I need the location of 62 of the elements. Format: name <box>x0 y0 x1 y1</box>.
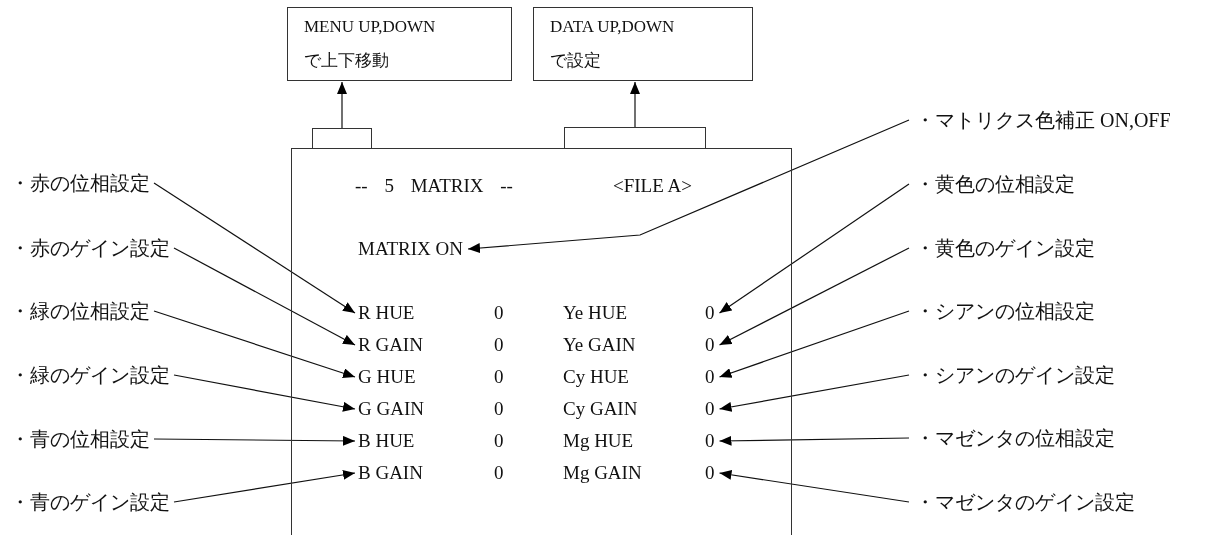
button-bracket <box>564 127 706 149</box>
setting-value: 0 <box>494 430 504 452</box>
callout-text: ・黄色の位相設定 <box>915 172 1075 196</box>
setting-value: 0 <box>494 366 504 388</box>
menu-item: Cy HUE <box>563 366 629 388</box>
menu-item: G GAIN <box>358 398 424 420</box>
menu-item: R GAIN <box>358 334 423 356</box>
callout-text: ・マトリクス色補正 ON,OFF <box>915 108 1171 132</box>
instruction-text: MENU UP,DOWN で上下移動 <box>304 16 437 72</box>
callout-text: ・青の位相設定 <box>10 427 150 451</box>
arrow <box>173 247 356 346</box>
menu-item: Mg GAIN <box>563 462 642 484</box>
setting-value: 0 <box>494 302 504 324</box>
setting-value: 0 <box>705 462 715 484</box>
callout-text: ・赤のゲイン設定 <box>10 236 170 260</box>
setting-value: 0 <box>705 302 715 324</box>
menu-item: Mg HUE <box>563 430 634 452</box>
callout-text: ・青のゲイン設定 <box>10 490 170 514</box>
menu-item: G HUE <box>358 366 416 388</box>
instruction-text: DATA UP,DOWN で設定 <box>550 16 676 72</box>
menu-item: Cy GAIN <box>563 398 638 420</box>
arrow <box>718 247 910 346</box>
menu-item: Ye GAIN <box>563 334 636 356</box>
instruction-box <box>533 7 753 81</box>
menu-item: R HUE <box>358 302 415 324</box>
setting-value: 0 <box>705 366 715 388</box>
menu-item: B HUE <box>358 430 415 452</box>
arrow <box>718 310 910 378</box>
callout-text: ・緑の位相設定 <box>10 299 150 323</box>
arrow <box>153 310 356 378</box>
arrow <box>718 435 910 446</box>
arrow <box>467 119 910 253</box>
callout-text: ・マゼンタの位相設定 <box>915 426 1115 450</box>
setting-value: 0 <box>705 430 715 452</box>
arrow <box>337 81 347 129</box>
button-bracket <box>312 128 372 149</box>
menu-item: MATRIX ON <box>358 238 464 260</box>
callout-text: ・緑のゲイン設定 <box>10 363 170 387</box>
callout-text: ・シアンのゲイン設定 <box>915 363 1115 387</box>
setting-value: 0 <box>705 334 715 356</box>
setting-value: 0 <box>494 334 504 356</box>
arrow <box>718 374 910 412</box>
arrow <box>630 81 640 128</box>
menu-item: B GAIN <box>358 462 423 484</box>
menu-screen-frame <box>291 148 792 535</box>
arrow <box>153 182 356 314</box>
screen-title: <FILE A> <box>613 175 692 197</box>
setting-value: 0 <box>494 398 504 420</box>
instruction-box <box>287 7 512 81</box>
arrow <box>718 183 910 314</box>
screen-title: -- 5 MATRIX -- <box>355 175 513 197</box>
arrow <box>173 374 356 412</box>
setting-value: 0 <box>494 462 504 484</box>
setting-value: 0 <box>705 398 715 420</box>
arrow <box>153 435 356 446</box>
menu-item: Ye HUE <box>563 302 628 324</box>
callout-text: ・黄色のゲイン設定 <box>915 236 1095 260</box>
arrow <box>718 469 910 503</box>
callout-text: ・マゼンタのゲイン設定 <box>915 490 1135 514</box>
arrow <box>173 469 356 503</box>
callout-text: ・シアンの位相設定 <box>915 299 1095 323</box>
callout-text: ・赤の位相設定 <box>10 171 150 195</box>
